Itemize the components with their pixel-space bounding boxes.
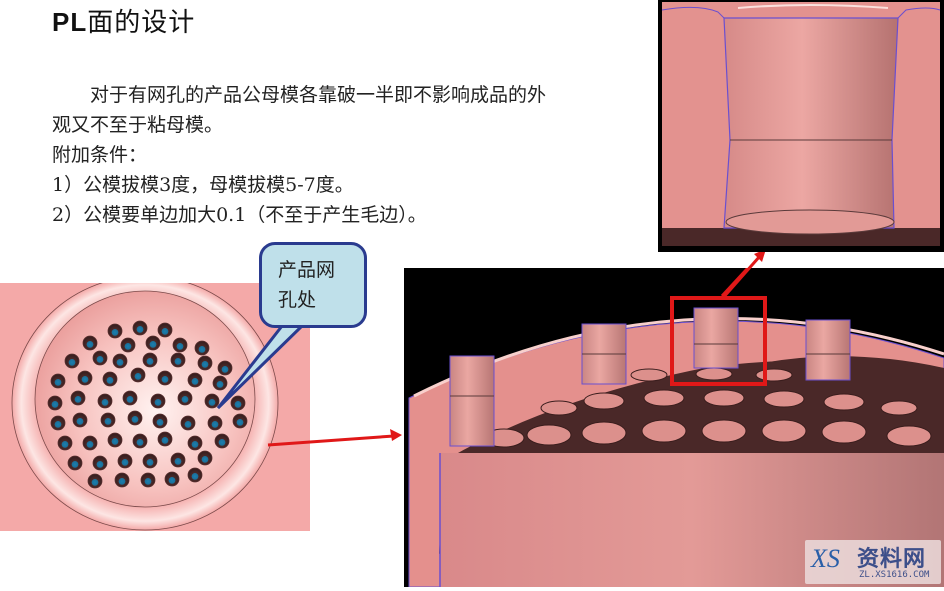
pin-detail-render xyxy=(658,0,944,252)
product-mesh-image xyxy=(0,275,310,531)
watermark-name: 资料网 xyxy=(857,547,927,572)
section-render xyxy=(404,254,944,588)
pin-detail-illustration xyxy=(661,2,941,246)
callout-line-1: 产品网 xyxy=(278,259,336,281)
red-arrow-up xyxy=(720,249,766,300)
watermark-logo: XS 资料网 ZL.XS1616.COM xyxy=(805,540,941,584)
callout-label: 产品网 孔处 xyxy=(259,242,367,328)
paragraph-main: 对于有网孔的产品公母模各靠破一半即不影响成品的外观又不至于粘母模。 xyxy=(52,84,547,136)
paragraph-conditions-heading: 附加条件： xyxy=(52,144,148,166)
paragraph-condition-2: 2）公模要单边加大0.1（不至于产生毛边）。 xyxy=(52,204,427,226)
title-latin: PL xyxy=(52,7,88,37)
red-arrow-right xyxy=(267,429,402,447)
mesh-disc-illustration xyxy=(11,275,279,531)
callout-text: 产品网 孔处 xyxy=(278,255,335,315)
section-render-illustration xyxy=(408,254,944,588)
highlight-box xyxy=(670,296,767,386)
callout-line-2: 孔处 xyxy=(278,289,317,311)
body-text: 对于有网孔的产品公母模各靠破一半即不影响成品的外观又不至于粘母模。 附加条件： … xyxy=(52,80,562,230)
slide-title: PL面的设计 xyxy=(52,2,195,39)
paragraph-condition-1: 1）公模拔模3度，母模拔模5-7度。 xyxy=(52,174,354,196)
watermark-url: ZL.XS1616.COM xyxy=(859,570,930,580)
title-cn: 面的设计 xyxy=(87,8,196,38)
xs-logo-icon: XS xyxy=(811,544,840,573)
